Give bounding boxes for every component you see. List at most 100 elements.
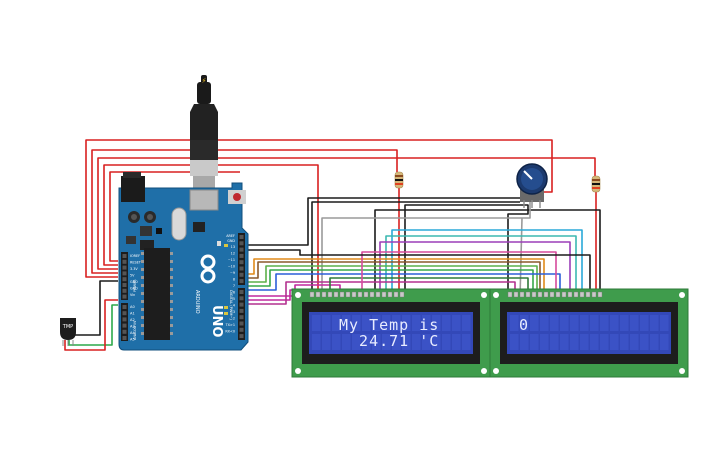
lcd-pin[interactable] <box>531 291 537 298</box>
lcd-pin[interactable] <box>573 291 579 298</box>
pin-label-digital: 2 <box>233 317 235 321</box>
header-pin[interactable] <box>239 272 244 277</box>
resistor-1[interactable] <box>394 171 404 189</box>
potentiometer[interactable] <box>516 163 548 208</box>
lcd-pin[interactable] <box>561 291 567 298</box>
lcd-pin[interactable] <box>369 291 375 298</box>
lcd-cell <box>620 334 629 350</box>
lcd-pin[interactable] <box>525 291 531 298</box>
header-pin[interactable] <box>122 277 127 282</box>
lcd-pin[interactable] <box>513 291 519 298</box>
header-pin[interactable] <box>239 253 244 258</box>
lcd-pin[interactable] <box>351 291 357 298</box>
header-pin[interactable] <box>239 241 244 246</box>
lcd-cell <box>550 315 559 331</box>
header-pin[interactable] <box>239 315 244 320</box>
header-pin[interactable] <box>239 321 244 326</box>
pin-labels: 1312~11~10~987~6~54~32TX>1RX<0AREFGNDIOR… <box>122 234 244 342</box>
lcd-pin[interactable] <box>345 291 351 298</box>
lcd-pin[interactable] <box>555 291 561 298</box>
header-pin[interactable] <box>239 235 244 239</box>
lcd-pin[interactable] <box>507 291 513 298</box>
header-pin[interactable] <box>122 311 127 316</box>
header-pin[interactable] <box>239 308 244 313</box>
header-pin[interactable] <box>122 254 127 258</box>
header-pin[interactable] <box>239 247 244 252</box>
lcd-cell <box>422 315 431 331</box>
pin-label-power: RESET <box>130 261 142 265</box>
arduino-uno-board[interactable]: UNO ARDUINO 1312~11~10~987~6~54~32TX>1RX… <box>118 172 249 351</box>
lcd-pin[interactable] <box>543 291 549 298</box>
lcd-pin[interactable] <box>591 291 597 298</box>
lcd-pin[interactable] <box>315 291 321 298</box>
header-pin[interactable] <box>239 260 244 265</box>
lcd-pin[interactable] <box>381 291 387 298</box>
header-pin[interactable] <box>122 329 127 334</box>
lcd-pin[interactable] <box>357 291 363 298</box>
lcd-cell <box>660 315 669 331</box>
header-pin[interactable] <box>122 323 127 328</box>
wire-cyan-1 <box>391 229 583 298</box>
header-pin[interactable] <box>239 302 244 307</box>
lcd-pin[interactable] <box>339 291 345 298</box>
wire-red-5v-loop-4 <box>103 164 319 298</box>
lcd-pin[interactable] <box>399 291 405 298</box>
lcd-display-1[interactable] <box>291 288 491 378</box>
lcd-pin[interactable] <box>387 291 393 298</box>
header-pin[interactable] <box>122 271 127 276</box>
lcd-pin[interactable] <box>519 291 525 298</box>
pin-label-power: Vin <box>130 293 135 297</box>
header-pin[interactable] <box>239 327 244 332</box>
wire-black-long <box>246 249 591 298</box>
lcd-pin[interactable] <box>579 291 585 298</box>
pin-label-digital: ~6 <box>230 291 235 295</box>
header-pin[interactable] <box>122 259 127 264</box>
lcd-pin[interactable] <box>333 291 339 298</box>
header-pin[interactable] <box>239 296 244 301</box>
tmp36-sensor[interactable]: TMP <box>60 318 76 346</box>
lcd-cell <box>510 334 519 350</box>
lcd-pin[interactable] <box>549 291 555 298</box>
header-pin[interactable] <box>122 294 127 299</box>
header-pin[interactable] <box>122 288 127 293</box>
pin-label-power: GND <box>130 280 138 284</box>
header-pin[interactable] <box>122 265 127 270</box>
lcd-cell <box>640 334 649 350</box>
lcd-display-2[interactable] <box>489 288 689 378</box>
atmega-chip <box>144 248 170 340</box>
lcd-cell <box>382 334 391 350</box>
header-pin[interactable] <box>239 266 244 271</box>
power-header-label: POWER <box>133 279 137 292</box>
wire-red-5v-loop-5 <box>109 171 240 262</box>
lcd-pin[interactable] <box>597 291 603 298</box>
pin-label-analog: A4 <box>130 331 135 335</box>
pin-label-digital: ~9 <box>230 271 235 275</box>
lcd-pin[interactable] <box>537 291 543 298</box>
header-pin[interactable] <box>122 305 127 309</box>
lcd-pin[interactable] <box>363 291 369 298</box>
lcd-cell <box>610 315 619 331</box>
lcd-pin[interactable] <box>585 291 591 298</box>
lcd-pin[interactable] <box>393 291 399 298</box>
header-pin[interactable] <box>239 279 244 284</box>
svg-text:⚡: ⚡ <box>202 77 207 85</box>
lcd-pin[interactable] <box>327 291 333 298</box>
header-pin[interactable] <box>239 290 244 294</box>
header-pin[interactable] <box>239 334 244 339</box>
header-pin[interactable] <box>122 283 127 287</box>
resistor-2[interactable] <box>591 175 601 193</box>
lcd-pin[interactable] <box>309 291 315 298</box>
wire-red-5v-loop-1 <box>85 139 553 278</box>
header-pin[interactable] <box>122 317 127 322</box>
lcd-pin[interactable] <box>567 291 573 298</box>
lcd-cell <box>382 315 391 331</box>
reset-button[interactable] <box>233 193 241 201</box>
lcd-cell <box>630 315 639 331</box>
digital-header-label: DIGITAL (PWM~) <box>229 290 233 320</box>
lcd-cell <box>590 334 599 350</box>
lcd-pin[interactable] <box>321 291 327 298</box>
lcd-cell <box>372 334 381 350</box>
pin-label-power: 3.3V <box>130 267 138 271</box>
header-pin[interactable] <box>122 336 127 340</box>
lcd-pin[interactable] <box>375 291 381 298</box>
